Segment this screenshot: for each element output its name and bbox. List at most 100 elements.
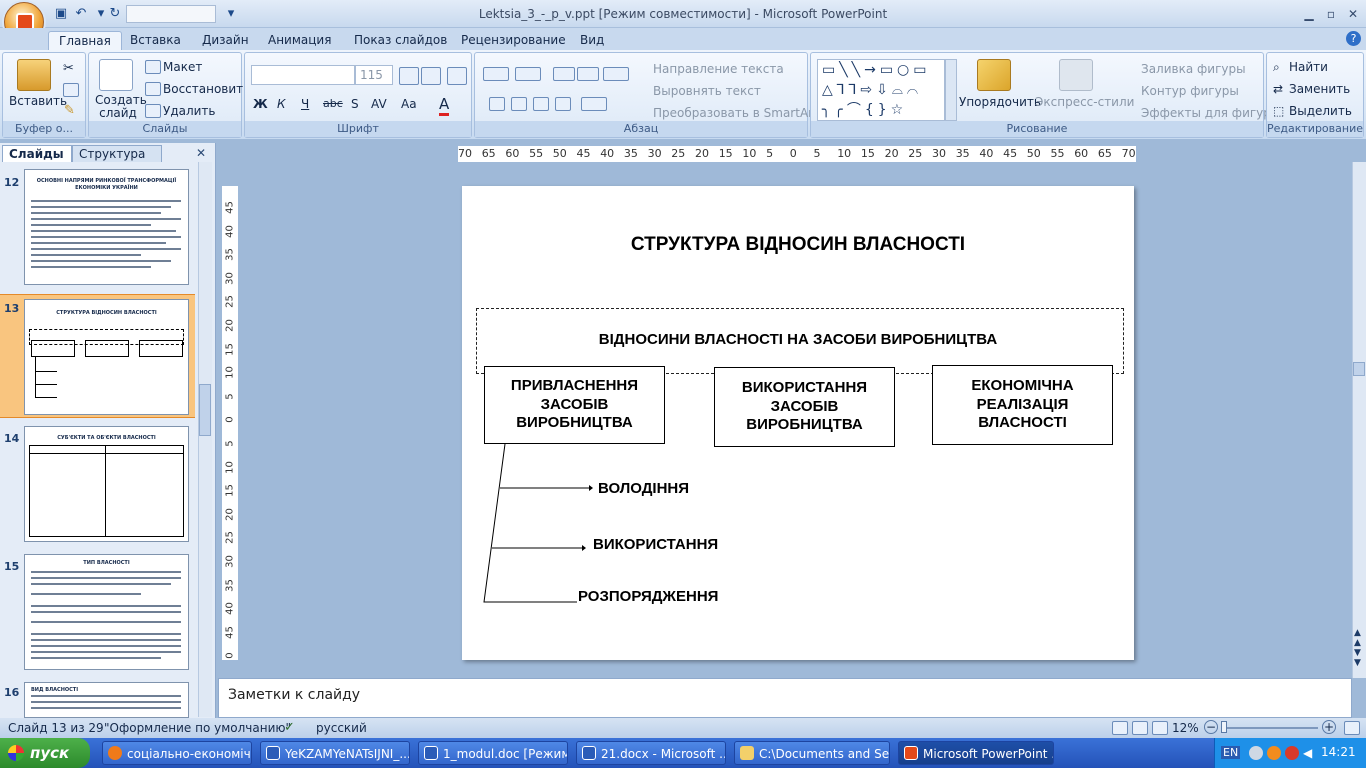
tab-slideshow[interactable]: Показ слайдов	[354, 33, 448, 47]
input-language[interactable]: EN	[1221, 746, 1241, 759]
tray-app-icon[interactable]	[1285, 746, 1299, 760]
clock[interactable]: 14:21	[1321, 745, 1356, 759]
quick-styles-icon[interactable]	[1059, 59, 1093, 91]
cut-icon[interactable]: ✂	[63, 61, 74, 76]
bold-icon[interactable]: Ж	[253, 97, 268, 111]
tab-insert[interactable]: Вставка	[130, 33, 181, 47]
taskbar-item-doc1[interactable]: YeKZAMYeNATsIJNI_...	[260, 741, 410, 765]
delete-button[interactable]: Удалить	[163, 104, 216, 118]
close-button[interactable]: ✕	[1347, 7, 1359, 21]
paste-button[interactable]: Вставить	[9, 94, 68, 108]
copy-icon[interactable]	[63, 83, 79, 97]
label-use[interactable]: ВИКОРИСТАННЯ	[593, 536, 719, 553]
slide-thumbnail-16[interactable]: ВИД ВЛАСНОСТІ	[24, 682, 189, 718]
tab-slides-panel[interactable]: Слайды	[2, 145, 72, 162]
start-button[interactable]: пуск	[0, 738, 90, 768]
tab-outline-panel[interactable]: Структура	[72, 145, 162, 162]
slide-thumbnail-12[interactable]: ОСНОВНІ НАПРЯМИ РИНКОВОЇ ТРАНСФОРМАЦІЇ Е…	[24, 169, 189, 285]
panel-scroll-thumb[interactable]	[199, 384, 211, 436]
align-text-button[interactable]: Выровнять текст	[653, 84, 761, 98]
slide-sorter-icon[interactable]	[1132, 721, 1148, 735]
spacing-icon[interactable]: AV	[371, 97, 387, 111]
taskbar-item-firefox[interactable]: соціально-економічн...	[102, 741, 252, 765]
shapes-gallery[interactable]: ▭╲╲→▭○▭△⅂⅂⇨⇩⌓⌒╮╭⌒{}☆	[817, 59, 945, 121]
spellcheck-icon[interactable]: ✓	[284, 720, 295, 735]
quick-access-combo[interactable]	[126, 5, 216, 23]
grow-font-icon[interactable]	[399, 67, 419, 85]
help-icon[interactable]: ?	[1346, 31, 1361, 46]
font-color-icon[interactable]: A	[439, 95, 450, 116]
font-name-combo[interactable]	[251, 65, 355, 85]
shape-fill-button[interactable]: Заливка фигуры	[1141, 62, 1246, 76]
increase-indent-icon[interactable]	[577, 67, 599, 81]
taskbar-item-explorer[interactable]: C:\Documents and Se...	[734, 741, 890, 765]
numbering-icon[interactable]	[515, 67, 541, 81]
label-possession[interactable]: ВОЛОДІННЯ	[598, 480, 690, 497]
slide-title[interactable]: СТРУКТУРА ВІДНОСИН ВЛАСНОСТІ	[630, 234, 966, 255]
zoom-level[interactable]: 12%	[1172, 721, 1199, 735]
shrink-font-icon[interactable]	[421, 67, 441, 85]
slide-thumbnail-15[interactable]: ТИП ВЛАСНОСТІ	[24, 554, 189, 670]
zoom-out-icon[interactable]: −	[1204, 720, 1218, 734]
volume-icon[interactable]: ◀	[1303, 746, 1313, 760]
new-slide-button[interactable]: Создать слайд	[95, 93, 147, 120]
slide-banner[interactable]: ВІДНОСИНИ ВЛАСНОСТІ НА ЗАСОБИ ВИРОБНИЦТВ…	[598, 331, 998, 348]
font-size-combo[interactable]: 115	[355, 65, 393, 85]
minimize-button[interactable]: ▁	[1304, 7, 1314, 21]
bullets-icon[interactable]	[483, 67, 509, 81]
clear-format-icon[interactable]	[447, 67, 467, 85]
align-left-icon[interactable]	[489, 97, 505, 111]
zoom-slider[interactable]	[1222, 727, 1318, 729]
undo-dropdown-icon[interactable]: ▾	[97, 6, 105, 21]
shape-outline-button[interactable]: Контур фигуры	[1141, 84, 1239, 98]
text-direction-button[interactable]: Направление текста	[653, 62, 784, 76]
reset-button[interactable]: Восстановить	[163, 82, 251, 96]
close-panel-icon[interactable]: ✕	[196, 146, 207, 160]
shadow-icon[interactable]: S	[351, 97, 359, 111]
tab-design[interactable]: Дизайн	[202, 33, 249, 47]
panel-scrollbar[interactable]	[198, 162, 212, 717]
slide-canvas[interactable]: СТРУКТУРА ВІДНОСИН ВЛАСНОСТІ ВІДНОСИНИ В…	[462, 186, 1134, 660]
case-icon[interactable]: Aa	[401, 97, 417, 111]
slide-thumbnail-14[interactable]: СУБ'ЄКТИ ТА ОБ'ЄКТИ ВЛАСНОСТІ	[24, 426, 189, 542]
save-icon[interactable]: ▣	[54, 6, 68, 21]
theme-name[interactable]: "Оформление по умолчанию"	[104, 721, 292, 735]
shape-effects-button[interactable]: Эффекты для фигур	[1141, 106, 1271, 120]
line-spacing-icon[interactable]	[603, 67, 629, 81]
tab-home[interactable]: Главная	[48, 31, 122, 50]
zoom-in-icon[interactable]: +	[1322, 720, 1336, 734]
find-button[interactable]: Найти	[1289, 60, 1328, 74]
smartart-button[interactable]: Преобразовать в SmartArt	[653, 106, 818, 120]
select-button[interactable]: Выделить	[1289, 104, 1352, 118]
arrange-icon[interactable]	[977, 59, 1011, 91]
undo-icon[interactable]: ↶	[75, 6, 87, 21]
columns-icon[interactable]	[581, 97, 607, 111]
align-center-icon[interactable]	[511, 97, 527, 111]
strikethrough-icon[interactable]: abc	[323, 97, 343, 110]
maximize-button[interactable]: ▫	[1326, 7, 1336, 21]
new-slide-icon[interactable]	[99, 59, 133, 91]
quick-styles-button[interactable]: Экспресс-стили	[1035, 95, 1135, 109]
decrease-indent-icon[interactable]	[553, 67, 575, 81]
slideshow-view-icon[interactable]	[1152, 721, 1168, 735]
underline-icon[interactable]: Ч	[301, 97, 310, 111]
arrange-button[interactable]: Упорядочить	[959, 95, 1041, 109]
label-disposal[interactable]: РОЗПОРЯДЖЕННЯ	[578, 588, 719, 605]
notes-pane[interactable]: Заметки к слайду	[218, 678, 1352, 718]
align-right-icon[interactable]	[533, 97, 549, 111]
shapes-more-button[interactable]	[945, 59, 957, 121]
prev-next-slide-icon[interactable]: ▲▲▼▼	[1354, 628, 1361, 668]
paste-icon[interactable]	[17, 59, 51, 91]
tab-review[interactable]: Рецензирование	[461, 33, 566, 47]
tray-app-icon[interactable]	[1249, 746, 1263, 760]
italic-icon[interactable]: К	[277, 97, 286, 111]
taskbar-item-word1[interactable]: 1_modul.doc [Режим ...	[418, 741, 568, 765]
taskbar-item-word2[interactable]: 21.docx - Microsoft ...	[576, 741, 726, 765]
redo-icon[interactable]: ↻	[109, 6, 121, 21]
slide-thumbnail-13[interactable]: СТРУКТУРА ВІДНОСИН ВЛАСНОСТІ	[24, 299, 189, 415]
replace-button[interactable]: Заменить	[1289, 82, 1351, 96]
layout-button[interactable]: Макет	[163, 60, 203, 74]
